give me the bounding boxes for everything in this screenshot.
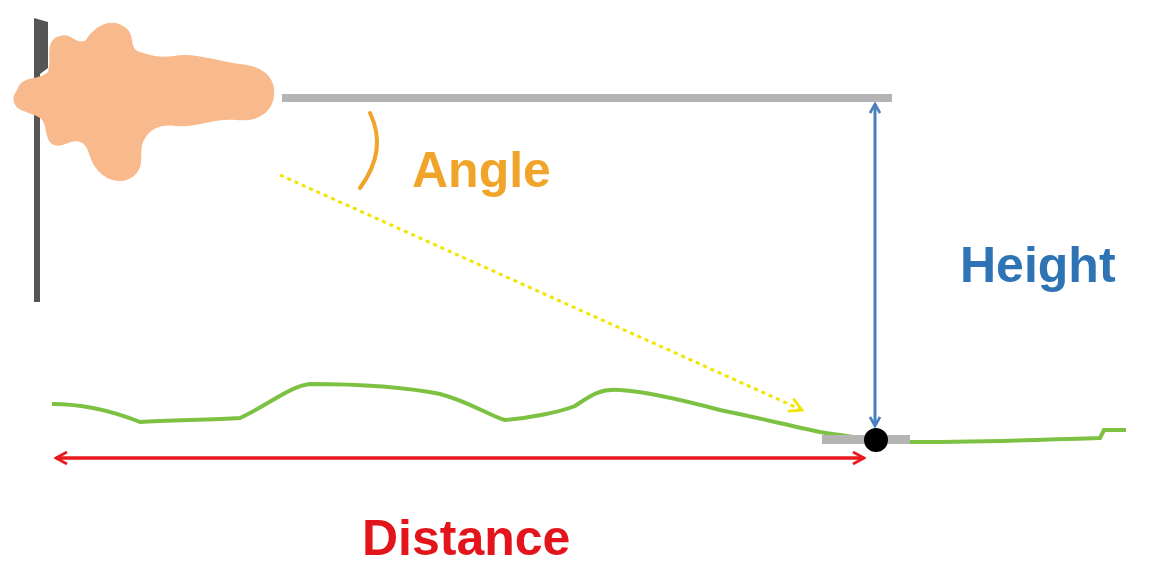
wall-mount bbox=[34, 18, 48, 302]
height-arrow bbox=[874, 104, 877, 426]
reference-line bbox=[282, 94, 892, 102]
height-label: Height bbox=[960, 238, 1116, 293]
terrain-line bbox=[52, 384, 1126, 442]
target-point bbox=[864, 428, 888, 452]
distance-arrow bbox=[56, 456, 864, 460]
angle-label: Angle bbox=[412, 143, 551, 198]
sensor bbox=[13, 23, 274, 181]
beam-arrow bbox=[280, 175, 802, 410]
angle-arc bbox=[360, 113, 377, 188]
distance-label: Distance bbox=[362, 511, 570, 566]
